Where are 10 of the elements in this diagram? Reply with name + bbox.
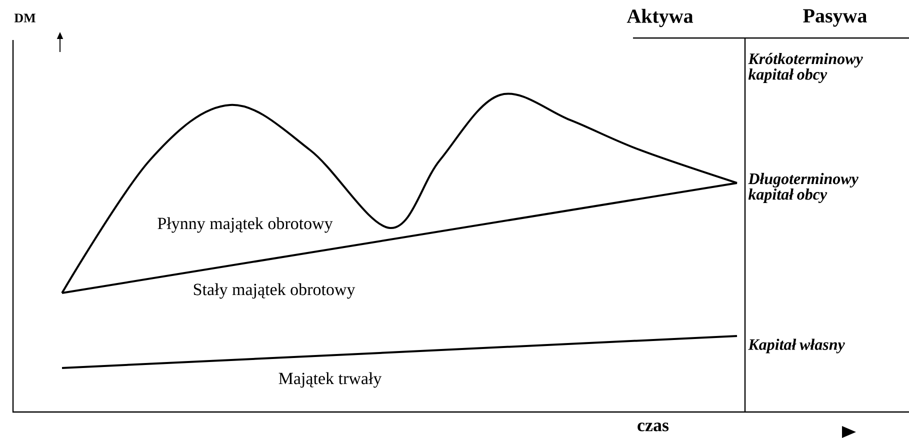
column-heading: Aktywa <box>626 8 694 28</box>
side-label: Krótkoterminowy kapitał obcy <box>748 52 863 84</box>
area-label: Majątek trwały <box>278 372 382 388</box>
area-label: Stały majątek obrotowy <box>194 283 356 299</box>
area-label: Płynny majątek obrotowy <box>158 217 333 233</box>
column-heading: Pasywa <box>803 9 867 27</box>
side-label: Kapitał własny <box>748 338 845 354</box>
axis-label: czas <box>638 422 669 432</box>
side-label: Długoterminowy kapitał obcy <box>748 172 858 204</box>
axis-label: DM <box>14 14 36 22</box>
